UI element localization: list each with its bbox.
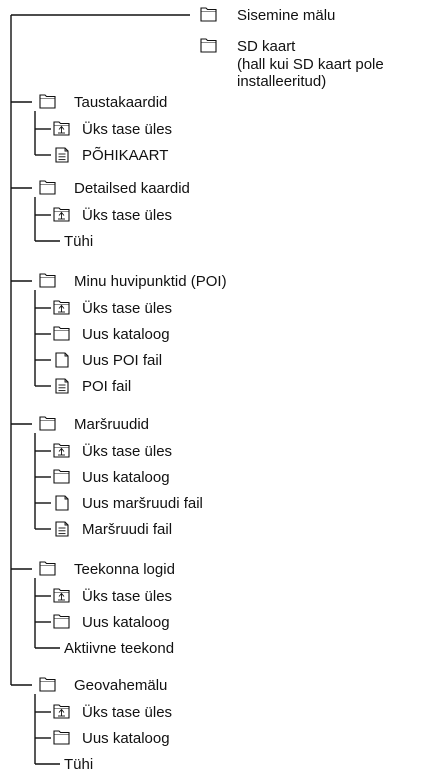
section-4-label: Teekonna logid — [74, 561, 175, 578]
folder-icon — [53, 326, 70, 341]
file-lines-icon — [55, 378, 69, 394]
section-4-child-2-label: Aktiivne teekond — [64, 640, 174, 657]
file-lines-icon — [55, 147, 69, 163]
folder-icon — [200, 7, 217, 22]
section-5-label: Geovahemälu — [74, 677, 167, 694]
folder-icon — [39, 561, 56, 576]
root-item-1-label: SD kaart — [237, 38, 296, 55]
file-blank-icon — [55, 352, 69, 368]
section-3-child-0-label: Üks tase üles — [82, 442, 172, 460]
folder-icon — [39, 94, 56, 109]
folder-up-icon — [53, 588, 70, 603]
section-2-child-0-label: Üks tase üles — [82, 299, 172, 317]
section-0-child-1-label: PÕHIKAART — [82, 147, 168, 164]
folder-up-icon — [53, 443, 70, 458]
section-3-child-3-label: Maršruudi fail — [82, 521, 172, 538]
file-lines-icon — [55, 521, 69, 537]
folder-up-icon — [53, 207, 70, 222]
section-2-child-3-label: POI fail — [82, 378, 131, 395]
section-1-child-0-label: Üks tase üles — [82, 206, 172, 224]
section-5-child-2-label: Tühi — [64, 756, 93, 773]
section-2-child-1-label: Uus kataloog — [82, 326, 170, 343]
tree-nodes: Sisemine mälu SD kaart(hall kui SD kaart … — [39, 7, 384, 773]
root-item-1-note-0: (hall kui SD kaart pole — [237, 56, 384, 73]
folder-icon — [53, 614, 70, 629]
section-1-label: Detailsed kaardid — [74, 180, 190, 197]
folder-icon — [39, 677, 56, 692]
root-item-0-label: Sisemine mälu — [237, 7, 335, 24]
section-0-label: Taustakaardid — [74, 94, 167, 111]
file-blank-icon — [55, 495, 69, 511]
section-4-child-0-label: Üks tase üles — [82, 587, 172, 605]
tree-connector-lines — [10, 14, 190, 765]
section-3-child-1-label: Uus kataloog — [82, 469, 170, 486]
section-5-child-0-label: Üks tase üles — [82, 703, 172, 721]
folder-icon — [53, 730, 70, 745]
section-4-child-1-label: Uus kataloog — [82, 614, 170, 631]
root-item-1-note-1: installeeritud) — [237, 73, 326, 90]
section-3-child-2-label: Uus maršruudi fail — [82, 495, 203, 512]
section-2-label: Minu huvipunktid (POI) — [74, 273, 227, 290]
folder-icon — [53, 469, 70, 484]
folder-icon — [39, 180, 56, 195]
section-1-child-1-label: Tühi — [64, 233, 93, 250]
section-0-child-0-label: Üks tase üles — [82, 120, 172, 138]
folder-icon — [39, 416, 56, 431]
folder-up-icon — [53, 704, 70, 719]
folder-icon — [39, 273, 56, 288]
section-2-child-2-label: Uus POI fail — [82, 352, 162, 369]
folder-up-icon — [53, 121, 70, 136]
folder-icon — [200, 38, 217, 53]
section-5-child-1-label: Uus kataloog — [82, 730, 170, 747]
section-3-label: Maršruudid — [74, 416, 149, 433]
folder-up-icon — [53, 300, 70, 315]
